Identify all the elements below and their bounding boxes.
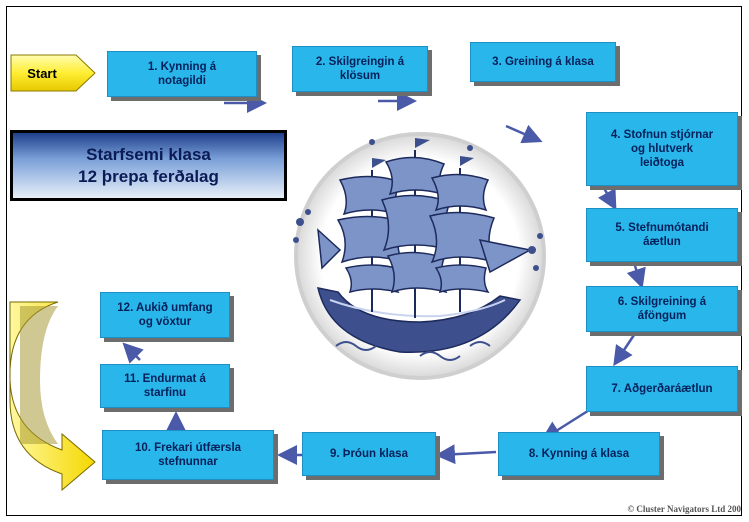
step-4-line-2: og hlutverk bbox=[631, 143, 693, 155]
step-10-line-1: 10. Frekari útfærsla bbox=[134, 442, 242, 454]
step-12-line-1: 12. Aukið umfang bbox=[117, 302, 213, 314]
step-6-box: 6. Skilgreining á áföngum bbox=[586, 286, 738, 332]
step-9-box: 9. Þróun klasa bbox=[302, 432, 436, 476]
step-5-line-2: áætlun bbox=[643, 236, 681, 248]
page-title: Starfsemi klasa 12 þrepa ferðalag bbox=[10, 130, 287, 201]
step-12-line-2: og vöxtur bbox=[138, 316, 192, 328]
step-8-line-1: 8. Kynning á klasa bbox=[528, 448, 630, 460]
title-line-2: 12 þrepa ferðalag bbox=[78, 166, 219, 186]
step-10-box: 10. Frekari útfærsla stefnunnar bbox=[102, 430, 274, 480]
step-2-line-1: 2. Skilgreingin á bbox=[315, 56, 405, 68]
step-2-line-2: klösum bbox=[339, 70, 381, 82]
step-11-line-1: 11. Endurmat á bbox=[124, 373, 206, 385]
step-6-line-1: 6. Skilgreining á bbox=[617, 296, 707, 308]
step-6-line-2: áföngum bbox=[637, 310, 687, 322]
start-arrow-icon bbox=[10, 54, 96, 92]
step-10-line-2: stefnunnar bbox=[158, 456, 218, 468]
title-line-1: Starfsemi klasa bbox=[86, 144, 211, 164]
step-7-line-1: 7. Aðgerðaráætlun bbox=[611, 383, 713, 395]
step-4-line-1: 4. Stofnun stjórnar bbox=[610, 129, 714, 141]
step-1-line-1: 1. Kynning á bbox=[147, 61, 217, 73]
step-4-box: 4. Stofnun stjórnar og hlutverk leiðtoga bbox=[586, 112, 738, 186]
copyright-text: © Cluster Navigators Ltd 200 bbox=[627, 504, 741, 514]
step-7-box: 7. Aðgerðaráætlun bbox=[586, 366, 738, 412]
step-11-box: 11. Endurmat á starfinu bbox=[100, 364, 230, 408]
start-label: Start bbox=[27, 65, 57, 81]
step-3-line-1: 3. Greining á klasa bbox=[492, 56, 594, 68]
step-2-box: 2. Skilgreingin á klösum bbox=[292, 46, 428, 92]
step-1-line-2: notagildi bbox=[158, 75, 206, 87]
step-4-line-3: leiðtoga bbox=[639, 157, 685, 169]
step-12-box: 12. Aukið umfang og vöxtur bbox=[100, 292, 230, 338]
step-8-box: 8. Kynning á klasa bbox=[498, 432, 660, 476]
step-3-box: 3. Greining á klasa bbox=[470, 42, 616, 82]
step-5-box: 5. Stefnumótandi áætlun bbox=[586, 208, 738, 262]
step-9-line-1: 9. Þróun klasa bbox=[330, 448, 408, 460]
step-5-line-1: 5. Stefnumótandi bbox=[615, 222, 709, 234]
step-1-box: 1. Kynning á notagildi bbox=[107, 51, 257, 97]
step-11-line-2: starfinu bbox=[143, 387, 187, 399]
